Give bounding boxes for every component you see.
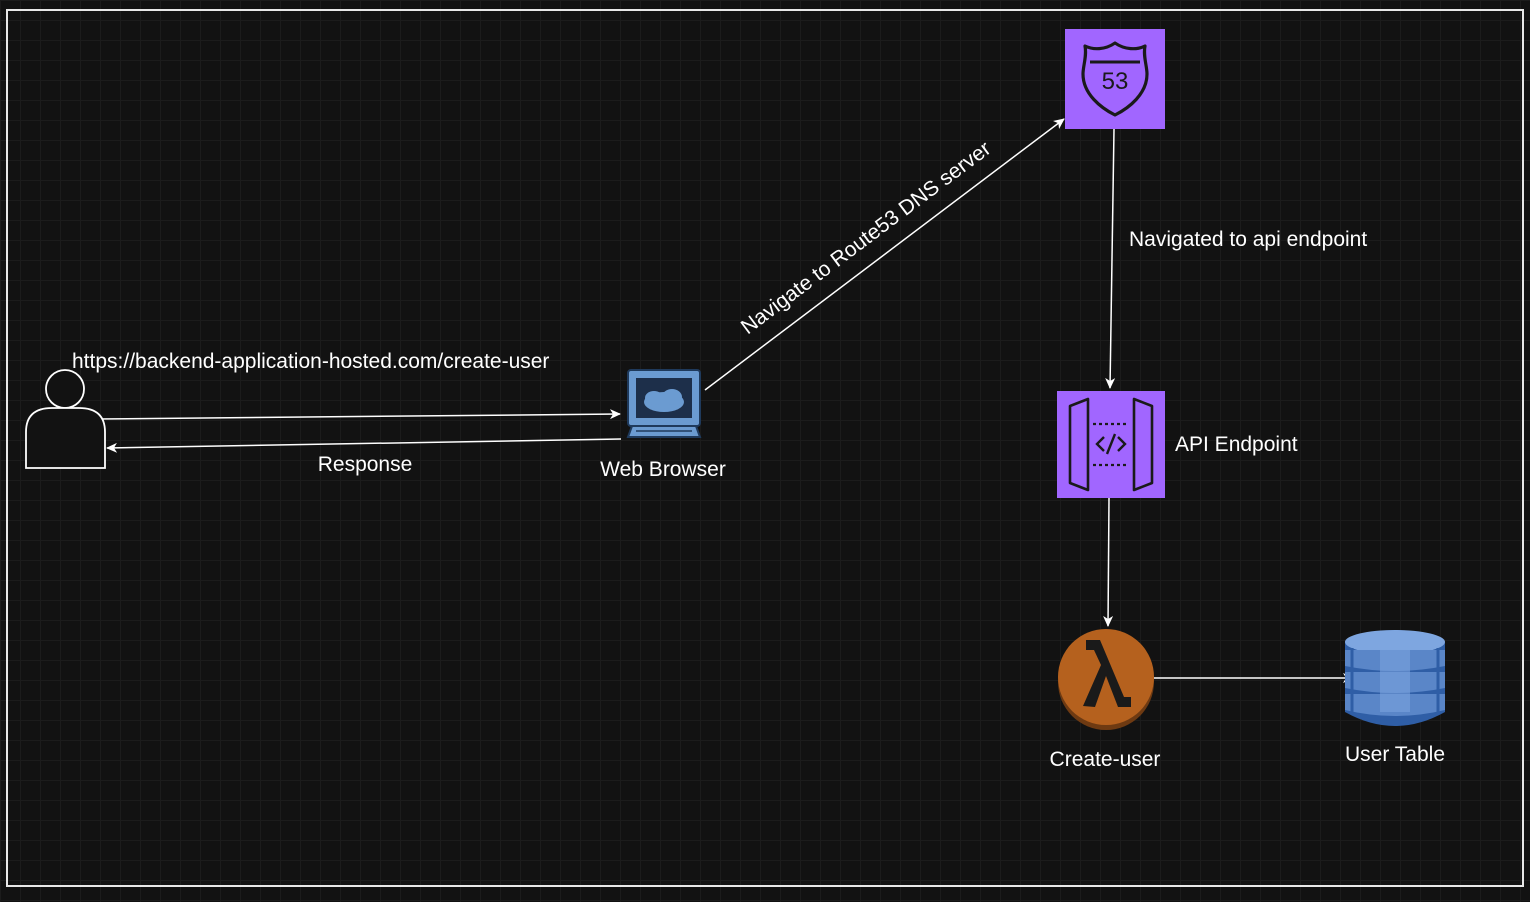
dynamodb-icon — [1345, 630, 1445, 726]
web-browser-icon — [626, 369, 702, 438]
api-to-lambda-arrow — [1103, 497, 1114, 627]
request-edge-label: https://backend-application-hosted.com/c… — [72, 350, 550, 373]
web-browser-label: Web Browser — [600, 458, 726, 481]
request-arrow — [97, 409, 621, 420]
lambda-icon — [1058, 629, 1154, 730]
dns-arrow — [704, 118, 1065, 391]
api-nav-edge-label: Navigated to api endpoint — [1129, 228, 1368, 251]
route53-to-api-arrow — [1105, 128, 1116, 389]
user-icon — [25, 369, 106, 469]
response-arrow — [106, 438, 622, 453]
route53-shield-text: 53 — [1102, 68, 1129, 95]
create-user-label: Create-user — [1049, 748, 1161, 771]
response-edge-label: Response — [317, 453, 413, 476]
diagram-frame — [6, 9, 1524, 887]
route53-icon: 53 — [1065, 29, 1165, 129]
api-gateway-icon — [1057, 391, 1165, 498]
api-endpoint-label: API Endpoint — [1175, 433, 1298, 456]
user-table-label: User Table — [1345, 743, 1445, 766]
